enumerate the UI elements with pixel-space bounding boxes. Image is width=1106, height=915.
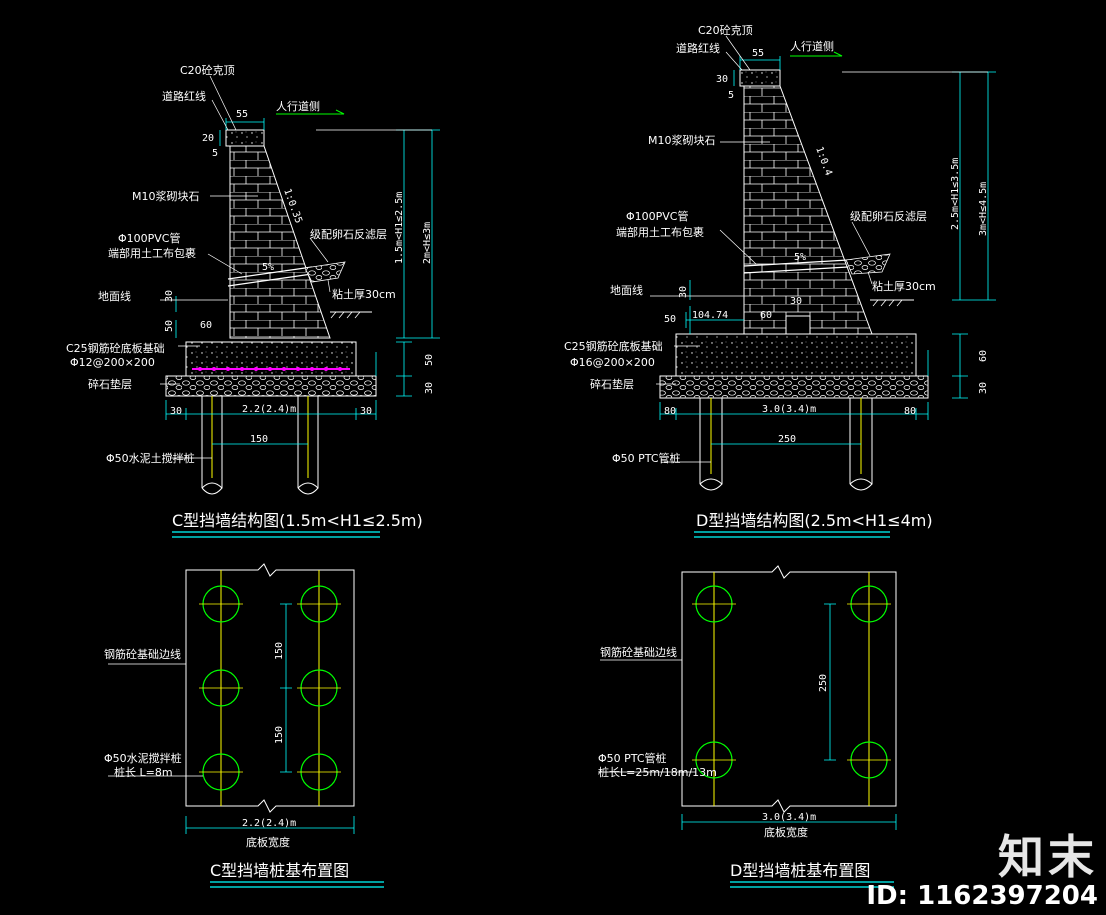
d-slope: 1:0.4 — [813, 145, 834, 177]
d-section — [650, 35, 996, 491]
c-plan-width-label: 底板宽度 — [246, 835, 290, 849]
d-rebar: Φ16@200×200 — [570, 356, 655, 369]
c-gravel — [165, 375, 377, 397]
d-width: 3.0(3.4)m — [762, 404, 816, 415]
watermark-id: ID: 1162397204 — [866, 881, 1098, 911]
d-ground: 地面线 — [610, 283, 643, 297]
c-grade: 5% — [262, 262, 274, 273]
c-pipe — [227, 266, 313, 280]
d-h1: 2.5m<H1≤3.5m — [950, 158, 961, 230]
d-pile: Φ50 PTC管桩 — [612, 451, 681, 465]
d-plan-width: 3.0(3.4)m — [762, 812, 816, 823]
d-base-slab — [675, 333, 917, 377]
d-side-r: 80 — [904, 406, 916, 417]
d-pipe — [743, 259, 849, 267]
c-sidewalk: 人行道侧 — [276, 99, 320, 113]
c-cap — [225, 129, 265, 147]
c-plan — [108, 563, 355, 834]
c-top-label: C20砼克顶 — [180, 64, 235, 77]
watermark-brand: 知末 — [998, 830, 1098, 884]
c-base-slab — [185, 341, 357, 377]
c-plan-width: 2.2(2.4)m — [242, 818, 296, 829]
c-red-line: 道路红线 — [162, 89, 206, 103]
d-plan-dim: 250 — [818, 674, 829, 692]
d-pipe-1: Φ100PVC管 — [626, 209, 689, 223]
c-width: 2.2(2.4)m — [242, 404, 296, 415]
c-dim-50: 50 — [164, 320, 175, 332]
c-right-50: 50 — [424, 354, 435, 366]
d-filter — [845, 253, 891, 275]
c-right-30: 30 — [424, 382, 435, 394]
d-red-line: 道路红线 — [676, 41, 720, 55]
d-top-label: C20砼克顶 — [698, 24, 753, 37]
d-dim-50: 50 — [664, 314, 676, 325]
d-right-60: 60 — [978, 350, 989, 362]
c-section — [160, 75, 440, 495]
d-right-30: 30 — [978, 382, 989, 394]
d-plan-pile-2: 桩长L=25m/18m/13m — [598, 765, 717, 779]
c-piles — [201, 396, 319, 495]
c-wall — [229, 145, 331, 339]
c-plan-dim-2: 150 — [274, 726, 285, 744]
d-dim-104: 104.74 — [692, 310, 728, 321]
d-gravel — [659, 375, 929, 399]
d-plan — [598, 565, 897, 830]
d-plan-title: D型挡墙桩基布置图 — [730, 861, 870, 880]
c-masonry: M10浆砌块石 — [132, 189, 200, 203]
c-dim-cap: 20 — [202, 133, 214, 144]
d-dim-30: 30 — [678, 286, 689, 298]
d-side-l: 80 — [664, 406, 676, 417]
c-side-r: 30 — [360, 406, 372, 417]
c-pipe-2: 端部用土工布包裹 — [108, 246, 196, 260]
d-dim-30b: 30 — [790, 296, 802, 307]
d-plan-pile-1: Φ50 PTC管桩 — [598, 751, 667, 765]
c-side-l: 30 — [170, 406, 182, 417]
watermark: 知末 ID: 1162397204 — [866, 833, 1098, 911]
d-plan-outline — [681, 565, 897, 813]
d-base: C25钢筋砼底板基础 — [564, 339, 663, 353]
d-dim-60: 60 — [760, 310, 772, 321]
c-plan-title: C型挡墙桩基布置图 — [210, 861, 349, 880]
c-plan-dim-1: 150 — [274, 642, 285, 660]
c-h1: 1.5m<H1≤2.5m — [394, 192, 405, 264]
c-pipe-1: Φ100PVC管 — [118, 231, 181, 245]
d-clay: 粘土厚30cm — [872, 279, 936, 293]
d-spacing: 250 — [778, 434, 796, 445]
d-section-title: D型挡墙结构图(2.5m<H1≤4m) — [696, 511, 933, 530]
d-masonry: M10浆砌块石 — [648, 133, 716, 147]
d-cap — [739, 69, 781, 87]
c-h2: 2m<H≤3m — [422, 222, 433, 264]
d-dim-step: 5 — [728, 90, 734, 101]
d-gravel-label: 碎石垫层 — [590, 377, 634, 391]
c-plan-outline — [185, 563, 355, 813]
d-dim-cap: 30 — [716, 74, 728, 85]
d-plan-edge: 钢筋砼基础边线 — [600, 645, 677, 659]
c-pile: Φ50水泥土搅拌桩 — [106, 451, 195, 465]
c-plan-pile-2: 桩长 L=8m — [114, 765, 173, 779]
d-grade: 5% — [794, 252, 806, 263]
c-section-title: C型挡墙结构图(1.5m<H1≤2.5m) — [172, 511, 423, 530]
c-dim-60: 60 — [200, 320, 212, 331]
d-filter-label: 级配卵石反滤层 — [850, 210, 927, 223]
d-dim-top: 55 — [752, 48, 764, 59]
c-filter-label: 级配卵石反滤层 — [310, 228, 387, 241]
c-gravel-label: 碎石垫层 — [88, 377, 132, 391]
d-pipe-2: 端部用土工布包裹 — [616, 225, 704, 239]
c-spacing: 150 — [250, 434, 268, 445]
c-clay: 粘土厚30cm — [332, 287, 396, 301]
c-base: C25钢筋砼底板基础 — [66, 341, 165, 355]
c-plan-pile-1: Φ50水泥搅拌桩 — [104, 751, 182, 765]
c-ground: 地面线 — [98, 289, 131, 303]
d-plan-width-label: 底板宽度 — [764, 825, 808, 839]
c-dim-top: 55 — [236, 109, 248, 120]
c-dim-step: 5 — [212, 148, 218, 159]
c-dim-30: 30 — [164, 290, 175, 302]
d-sidewalk: 人行道侧 — [790, 39, 834, 53]
c-filter — [304, 261, 346, 283]
d-h2: 3m<H≤4.5m — [978, 182, 989, 236]
d-piles — [699, 398, 873, 491]
c-rebar: Φ12@200×200 — [70, 356, 155, 369]
c-plan-edge: 钢筋砼基础边线 — [104, 647, 181, 661]
